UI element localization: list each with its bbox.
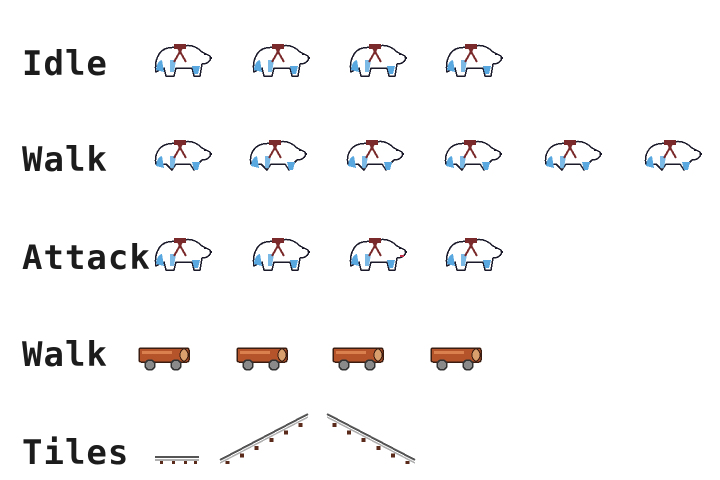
log-cart-walk-frame-3 (332, 344, 384, 372)
log-cart-walk-frame-1 (138, 344, 190, 372)
polar-bear-walk-frame-1 (150, 134, 214, 178)
polar-bear-attack-frame-2 (248, 232, 312, 276)
row-label-walk: Walk (22, 140, 108, 180)
rope-bridge-tiles-frame-1 (154, 452, 200, 466)
polar-bear-attack-frame-3 (345, 232, 409, 276)
polar-bear-idle-frame-1 (150, 38, 214, 82)
polar-bear-idle-frame-3 (345, 38, 409, 82)
polar-bear-walk-frame-4 (440, 134, 504, 178)
polar-bear-attack-frame-1 (150, 232, 214, 276)
polar-bear-walk-frame-6 (640, 134, 704, 178)
row-label-walk-cart: Walk (22, 335, 108, 375)
polar-bear-attack-frame-4 (441, 232, 505, 276)
rope-bridge-tiles-frame-3 (325, 410, 417, 464)
row-label-attack: Attack (22, 238, 151, 278)
polar-bear-walk-frame-3 (342, 134, 406, 178)
polar-bear-walk-frame-5 (540, 134, 604, 178)
row-label-tiles: Tiles (22, 433, 130, 473)
polar-bear-idle-frame-2 (248, 38, 312, 82)
log-cart-walk-frame-4 (430, 344, 482, 372)
log-cart-walk-frame-2 (236, 344, 288, 372)
row-label-idle: Idle (22, 44, 108, 84)
polar-bear-walk-frame-2 (245, 134, 309, 178)
rope-bridge-tiles-frame-2 (218, 410, 310, 464)
polar-bear-idle-frame-4 (441, 38, 505, 82)
